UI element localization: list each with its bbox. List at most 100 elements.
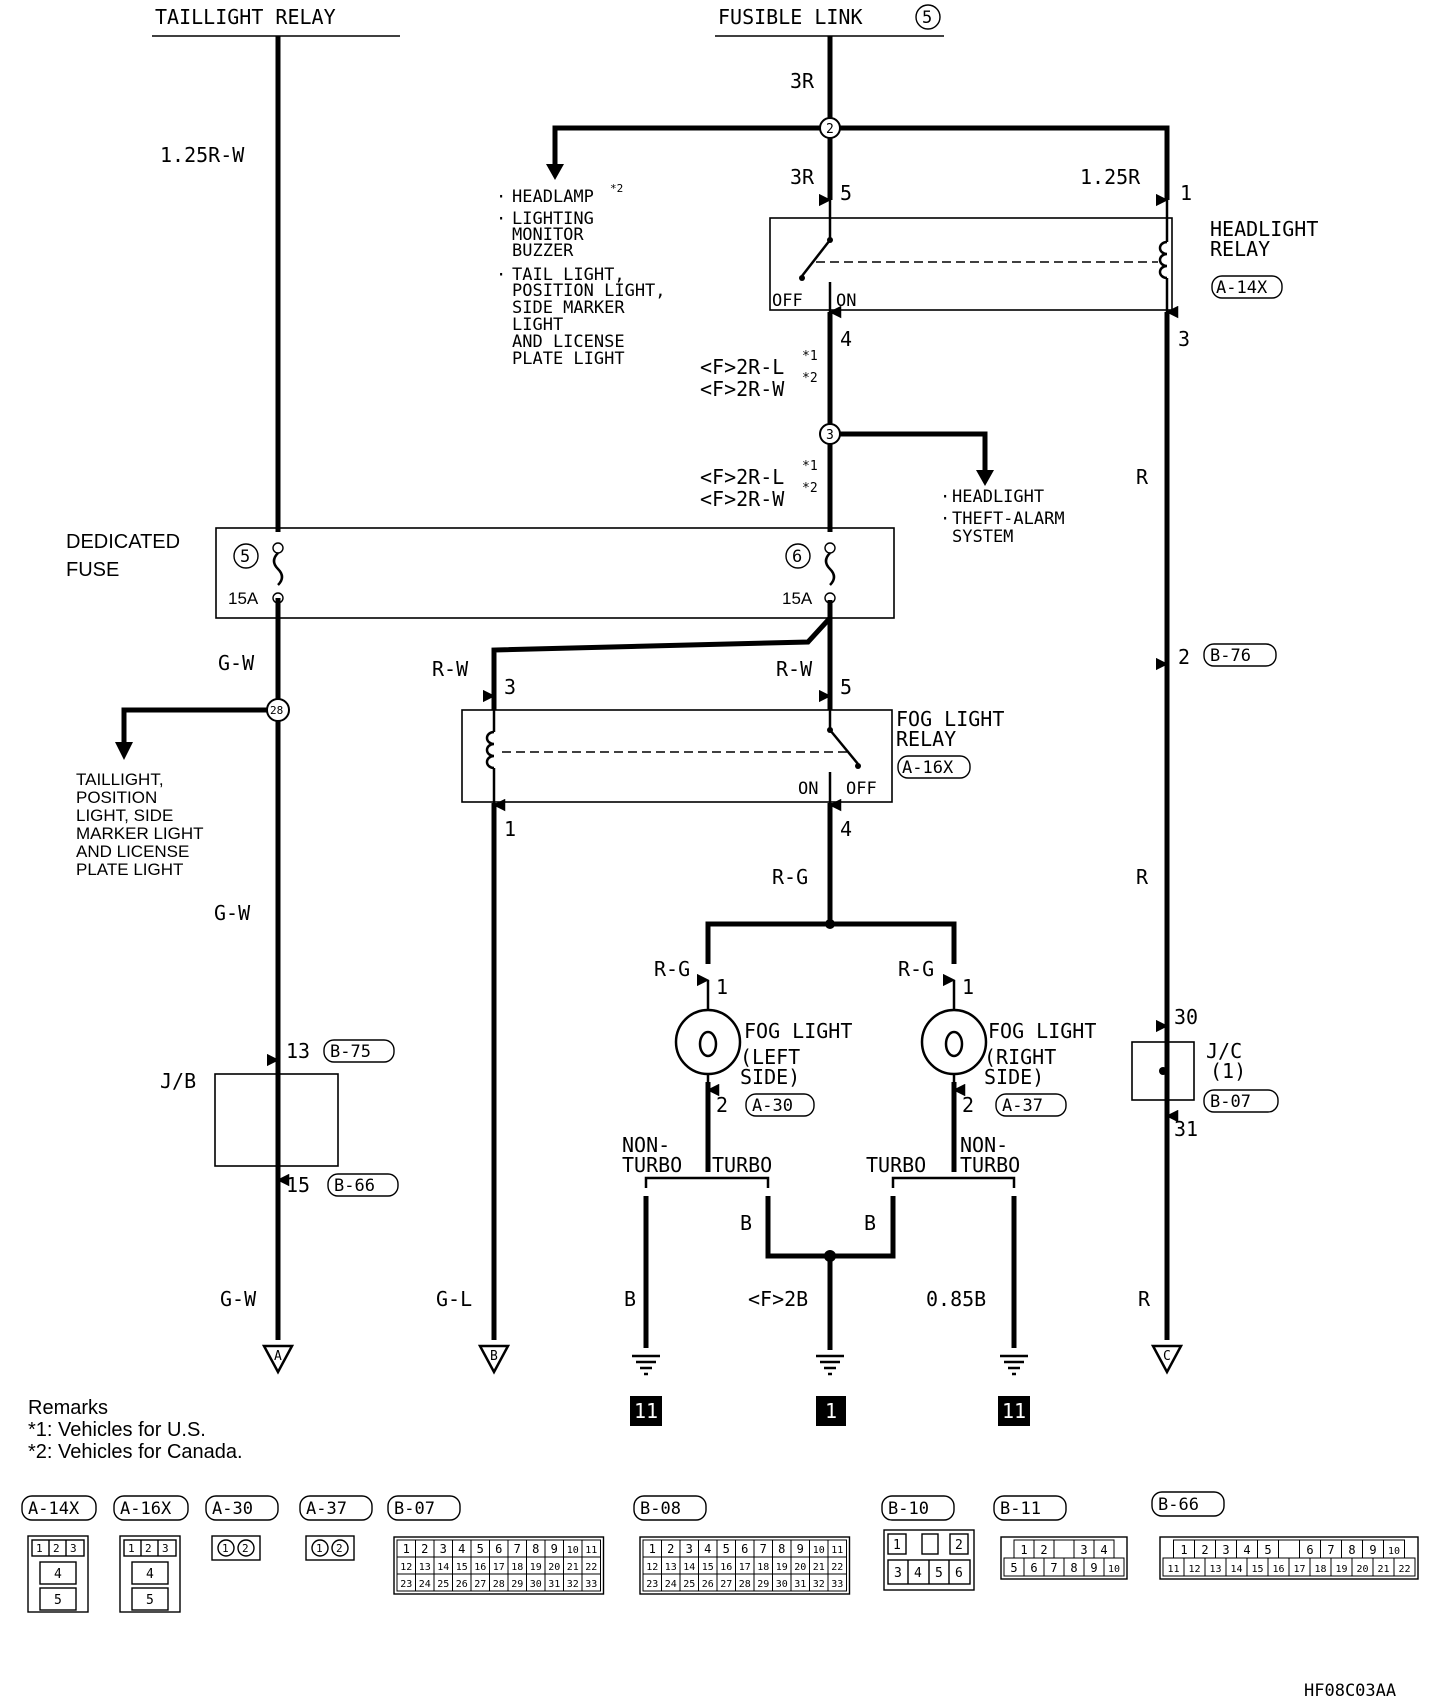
wire-label: 3R — [790, 165, 815, 189]
junction-block: J/B 13 B-75 15 B-66 — [160, 1039, 399, 1197]
pin-label: 31 — [548, 1579, 560, 1590]
branch-item: TAILLIGHT, — [76, 770, 164, 789]
pin-label: 1 — [1180, 1543, 1187, 1557]
pin-label: 8 — [1348, 1543, 1355, 1557]
svg-text:4: 4 — [54, 1567, 62, 1582]
wire-label: G-W — [220, 1287, 257, 1311]
pin-label: 27 — [720, 1579, 732, 1590]
pin-label: 6 — [1306, 1543, 1313, 1557]
fog-light-left: 1 2 FOG LIGHT (LEFT SIDE) A-30 — [674, 973, 852, 1117]
pin-label: 12 — [400, 1562, 412, 1573]
component-name: RELAY — [1210, 237, 1270, 261]
pin-label: 7 — [1327, 1543, 1334, 1557]
pin-number: 5 — [840, 675, 852, 699]
svg-text:SIDE MARKER: SIDE MARKER — [512, 298, 625, 318]
component-name: FOG LIGHT — [988, 1019, 1096, 1043]
connector-id: B-07 — [394, 1499, 435, 1519]
pin-label: 32 — [813, 1579, 825, 1590]
svg-text:1: 1 — [128, 1542, 135, 1555]
wire-label: <F>2B — [748, 1287, 808, 1311]
svg-text:5: 5 — [935, 1566, 943, 1581]
wire-label: G-L — [436, 1287, 472, 1311]
wire-label: R-G — [772, 865, 808, 889]
variant-label: TURBO — [960, 1153, 1020, 1177]
offpage-a: A — [261, 1344, 295, 1375]
svg-text:1: 1 — [316, 1542, 323, 1555]
superscript: *2 — [610, 182, 623, 195]
component-name: FOG LIGHT — [896, 707, 1004, 731]
off-label: OFF — [846, 779, 877, 799]
wire-label: <F>2R-L — [700, 465, 784, 489]
connector-id: A-14X — [28, 1499, 80, 1519]
pin-label: 30 — [776, 1579, 788, 1590]
pin-number: 15 — [286, 1173, 310, 1197]
svg-text:AND LICENSE: AND LICENSE — [512, 332, 625, 352]
wire-label: B — [864, 1211, 876, 1235]
pin-label: 3 — [440, 1542, 447, 1556]
pin-label: 4 — [1243, 1543, 1250, 1557]
svg-text:2: 2 — [826, 122, 834, 137]
pin-label: 4 — [704, 1542, 711, 1556]
headlight-relay: OFF ON 5 1 4 3 HEADLIGHT RELAY A-14X — [769, 181, 1318, 351]
variant-label: TURBO — [712, 1153, 772, 1177]
offpage-c: C — [1150, 1344, 1184, 1375]
pin-label: 6 — [495, 1542, 502, 1556]
variant-label: NON- — [960, 1133, 1008, 1157]
pin-label: 33 — [585, 1579, 597, 1590]
branch-item: LIGHTING — [512, 209, 594, 229]
fusible-link-label: FUSIBLE LINK — [718, 5, 863, 29]
wire-label: G-W — [214, 901, 251, 925]
svg-text:A: A — [274, 1349, 282, 1364]
component-name: FUSE — [66, 559, 119, 581]
pin-number: 1 — [1180, 181, 1192, 205]
variant-labels: NON- TURBO TURBO TURBO NON- TURBO — [622, 1133, 1020, 1177]
connector-id: A-30 — [212, 1499, 253, 1519]
pin-label: 19 — [1335, 1564, 1347, 1575]
pin-label: 4 — [1100, 1543, 1107, 1557]
component-name: (LEFT — [740, 1045, 800, 1069]
svg-text:4: 4 — [914, 1566, 922, 1581]
connector-id: B-07 — [1210, 1092, 1251, 1112]
pin-label: 13 — [419, 1562, 431, 1573]
pin-label: 20 — [548, 1562, 560, 1573]
pin-label: 24 — [419, 1579, 431, 1590]
pin-label: 29 — [757, 1579, 769, 1590]
connector-b76-callout: 2 B-76 — [1155, 643, 1277, 680]
pin-number: 2 — [716, 1093, 728, 1117]
pin-label: 12 — [646, 1562, 658, 1573]
pin-label: 9 — [797, 1542, 804, 1556]
wire-labels: 3R 1.25R-W 3R 1.25R <F>2R-L *1 <F>2R-W *… — [160, 69, 1151, 1311]
ground-left: 11 — [630, 1354, 662, 1426]
pin-label: 19 — [530, 1562, 542, 1573]
branch-item: HEADLAMP — [512, 187, 594, 207]
wire-label: <F>2R-W — [700, 487, 785, 511]
connector-id: B-11 — [1000, 1499, 1041, 1519]
pin-label: 2 — [421, 1542, 428, 1556]
fuse-rating: 15A — [782, 589, 813, 608]
pin-label: 26 — [702, 1579, 714, 1590]
ground-mid: 1 — [816, 1354, 846, 1426]
svg-text:SYSTEM: SYSTEM — [952, 527, 1013, 547]
connector-id: A-16X — [902, 758, 954, 778]
pin-label: 29 — [511, 1579, 523, 1590]
wire-label: R-W — [776, 657, 813, 681]
ground-number: 1 — [825, 1399, 837, 1423]
fog-light-relay: ON OFF 3 5 1 4 FOG LIGHT RELAY A-16X — [461, 675, 1004, 841]
remarks: Remarks *1: Vehicles for U.S. *2: Vehicl… — [28, 1397, 243, 1463]
pin-number: 3 — [1178, 327, 1190, 351]
pin-label: 27 — [474, 1579, 486, 1590]
pin-label: 33 — [831, 1579, 843, 1590]
svg-text:LIGHT, SIDE: LIGHT, SIDE — [76, 806, 173, 825]
svg-text:2: 2 — [53, 1542, 60, 1555]
branch-item: THEFT-ALARM — [952, 509, 1065, 529]
svg-text:PLATE LIGHT: PLATE LIGHT — [512, 349, 625, 369]
pin-number: 4 — [840, 817, 852, 841]
joint-connector: 30 31 J/C (1) B-07 — [1131, 1005, 1279, 1141]
svg-text:LIGHT: LIGHT — [512, 315, 563, 335]
pin-label: 3 — [686, 1542, 693, 1556]
pin-label: 5 — [1010, 1561, 1017, 1575]
wire-label: R-G — [898, 957, 934, 981]
